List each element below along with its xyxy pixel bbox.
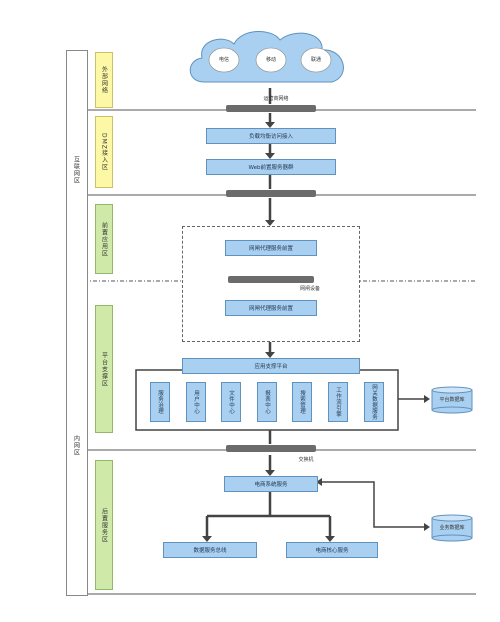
external-network-label: 外部网络 <box>95 52 113 108</box>
business-db-icon <box>430 514 474 542</box>
isp-telecom: 电信 <box>218 57 229 63</box>
ecommerce-service-box: 电商系统服务 <box>224 476 318 492</box>
isp-mobile: 移动 <box>265 57 276 63</box>
dmz-switch-icon <box>226 190 316 197</box>
zone-column <box>66 50 88 596</box>
module-workflow-engine: 工作流引擎 <box>328 382 348 422</box>
isp-unicom: 联通 <box>310 57 321 63</box>
proxy-front-top: 网闸代理服务前置 <box>225 240 317 256</box>
gateway-device-label: 网闸设备 <box>299 286 320 292</box>
module-gateway-data: 网关数据服务 <box>364 382 384 422</box>
cloud-icon <box>189 31 344 83</box>
module-report-center: 报表中心 <box>257 382 277 422</box>
module-file-center: 文件中心 <box>221 382 241 422</box>
platform-db-icon <box>430 386 474 414</box>
business-db-label: 业务数据库 <box>439 525 465 531</box>
edge-switch-label: 运营商网络 <box>263 96 289 102</box>
module-user-center: 用户中心 <box>186 382 206 422</box>
module-service-governance: 服务治理 <box>150 382 170 422</box>
platform-db-label: 平台数据库 <box>439 397 465 403</box>
intranet-zone-label: 内网区 <box>72 434 80 456</box>
front-app-label: 前置应用区 <box>95 204 113 274</box>
backend-service-label: 后置服务区 <box>95 460 113 590</box>
dmz-label: DMZ接入区 <box>95 116 113 188</box>
core-service-box: 电商核心服务 <box>286 542 378 558</box>
proxy-front-bottom: 网闸代理服务前置 <box>225 300 317 316</box>
platform-box: 应用支撑平台 <box>182 358 360 374</box>
edge-switch-icon <box>226 105 316 112</box>
platform-support-label: 平台支撑区 <box>95 305 113 433</box>
module-search-management: 搜索管理 <box>292 382 312 422</box>
data-bus-box: 数据服务总线 <box>163 542 257 558</box>
internet-cloud: 电信 移动 联通 <box>184 26 354 90</box>
internet-zone-label: 互联网区 <box>72 156 80 184</box>
inner-switch-label: 交换机 <box>298 457 314 463</box>
web-cluster-box: Web前置服务器群 <box>206 159 336 175</box>
inner-switch-icon <box>226 445 316 452</box>
gateway-device-icon <box>228 276 314 283</box>
load-balancer-box: 负载均衡访问接入 <box>206 128 336 144</box>
